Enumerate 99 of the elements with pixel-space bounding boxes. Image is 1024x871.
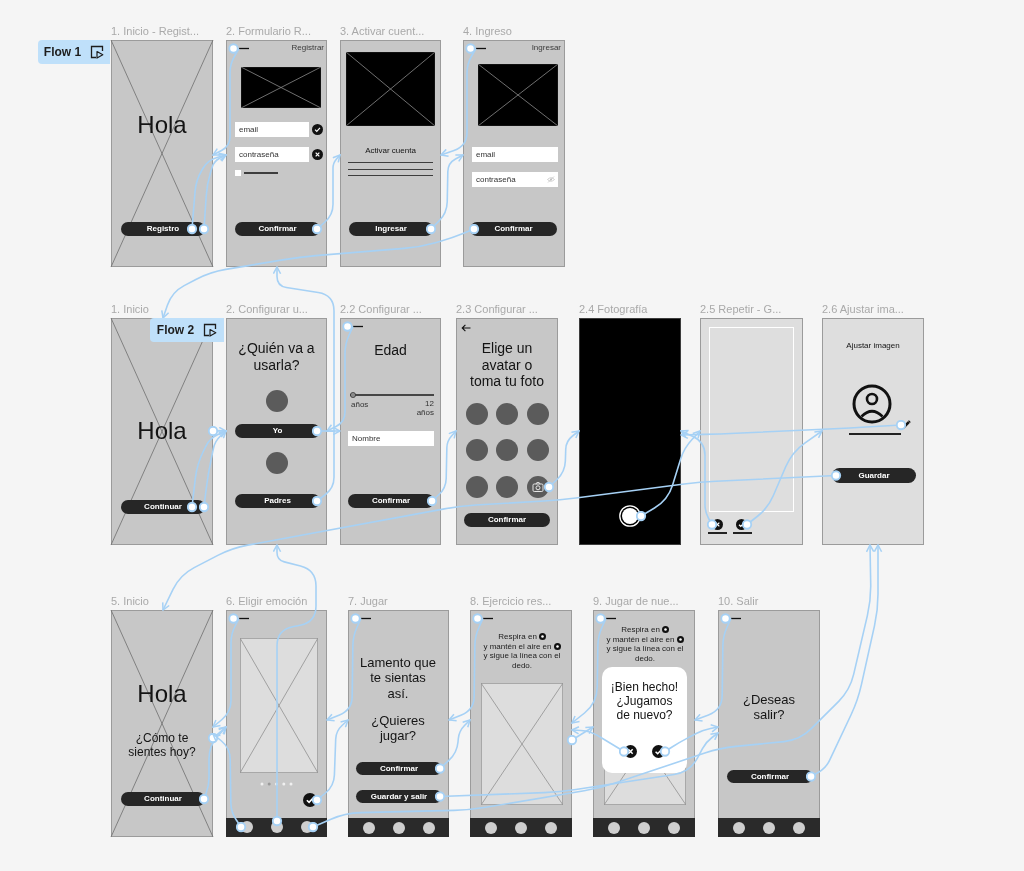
screen-title: 2. Configurar u... <box>226 303 308 315</box>
connector-arrow <box>161 470 842 611</box>
message-text: Lamento que te sientas así. <box>359 655 437 701</box>
connector-arrow <box>805 544 883 782</box>
shutter-icon <box>619 505 641 527</box>
input-field: email <box>472 147 558 162</box>
connector-arrow <box>680 419 907 440</box>
connector-arrow <box>311 719 349 806</box>
dash-icon <box>239 616 249 621</box>
dialog-card <box>602 667 687 773</box>
close-icon <box>712 519 723 530</box>
connector-arrow <box>566 726 594 746</box>
screen-title: 2.3 Configurar ... <box>456 303 538 315</box>
question-text: ¿Deseas salir? <box>742 692 796 723</box>
screen-title: 10. Salir <box>718 595 759 607</box>
heading-text: Edad <box>374 342 407 359</box>
heading-text: Ajustar imagen <box>846 341 900 351</box>
pill-button: Continuar <box>121 792 205 806</box>
question-text: ¿Cómo te sientes hoy? <box>127 731 197 760</box>
screen-title: 2.5 Repetir - G... <box>700 303 782 315</box>
connector-arrow <box>272 266 335 507</box>
screen-title: 8. Ejercicio res... <box>470 595 552 607</box>
screen-title: 1. Inicio - Regist... <box>111 25 200 37</box>
flow-badge <box>150 318 224 342</box>
greeting-text: Hola <box>137 680 187 709</box>
connector-arrow <box>198 154 227 235</box>
check-icon <box>736 519 747 530</box>
connector-arrow <box>694 613 732 722</box>
header-link-text: Ingresar <box>531 43 561 53</box>
dash-icon <box>483 616 493 621</box>
input-field: Nombre <box>348 431 434 446</box>
dash-icon <box>476 46 486 51</box>
connector-arrow <box>425 154 464 235</box>
connector-arrow <box>326 613 362 722</box>
connector-arrow <box>198 726 227 805</box>
connector-arrow <box>448 613 484 722</box>
dialog-text: ¡Bien hecho! ¿Jugamos de nuevo? <box>609 680 680 723</box>
connector-arrow <box>311 425 341 437</box>
connector-arrow <box>212 613 240 728</box>
connector-arrow <box>680 429 718 530</box>
dash-icon <box>353 324 363 329</box>
connector-arrow <box>207 425 227 437</box>
connector-arrow <box>426 430 457 507</box>
connector-arrow <box>271 544 317 827</box>
connector-arrow <box>741 430 823 530</box>
connector-arrow <box>326 321 354 432</box>
question-text: ¿Quién va a usarla? <box>237 340 316 374</box>
screen-title: 6. Eligir emoción <box>226 595 308 607</box>
flow-badge <box>38 40 110 64</box>
heading-text: Elige un avatar o toma tu foto <box>469 340 545 390</box>
connector-arrow <box>212 733 247 833</box>
connector-arrow <box>198 430 227 513</box>
dash-icon <box>731 616 741 621</box>
instruction-text: y mantén el aire en <box>606 634 675 645</box>
connector-arrow <box>434 719 471 774</box>
connector-arrow <box>659 724 719 757</box>
connector-arrow <box>161 223 480 319</box>
flow-label: Flow 1 <box>43 45 82 59</box>
screen-title: 1. Inicio <box>111 303 149 315</box>
screen-title: 2.4 Fotografía <box>579 303 648 315</box>
connector-arrow <box>212 43 240 156</box>
connector-arrow <box>207 726 227 744</box>
connector-arrow <box>571 613 607 724</box>
instruction-text: Respira en <box>621 625 660 635</box>
screen-title: 2. Formulario R... <box>226 25 311 37</box>
slider-min-label: años <box>351 400 369 410</box>
camera-icon <box>527 476 549 498</box>
dash-icon <box>606 616 616 621</box>
instruction-text: y sigue la línea con el dedo. <box>605 644 685 664</box>
connector-arrow <box>307 544 875 833</box>
dash-icon <box>361 616 371 621</box>
connector-arrow <box>434 732 719 802</box>
connector-arrow <box>440 43 477 157</box>
dash-icon <box>239 46 249 51</box>
greeting-text: Hola <box>137 111 187 140</box>
connector-arrow <box>543 430 580 493</box>
header-link-text: Registrar <box>291 43 324 53</box>
screen-title: 4. Ingreso <box>463 25 512 37</box>
screen-title: 9. Jugar de nue... <box>593 595 679 607</box>
connector-arrow <box>311 154 341 235</box>
screen-title: 5. Inicio <box>111 595 149 607</box>
instruction-text: y mantén el aire en <box>483 641 552 652</box>
pill-button: Confirmar <box>464 513 550 527</box>
screen-title: 7. Jugar <box>348 595 388 607</box>
input-field: contraseña <box>472 172 558 187</box>
instruction-text: Respira en <box>498 632 537 642</box>
screen-title: 3. Activar cuent... <box>340 25 425 37</box>
input-field: contraseña <box>235 147 309 162</box>
flow-label: Flow 2 <box>156 323 195 337</box>
instruction-text: y sigue la línea con el dedo. <box>482 651 562 671</box>
question-text: ¿Quieres jugar? <box>370 713 426 744</box>
connector-arrow <box>635 430 701 522</box>
greeting-text: Hola <box>137 417 187 446</box>
input-field: email <box>235 122 309 137</box>
heading-text: Activar cuenta <box>365 146 416 156</box>
screen-title: 2.2 Configurar ... <box>340 303 422 315</box>
slider-max-label: 12 años <box>415 399 434 418</box>
connector-arrow <box>571 726 630 757</box>
screen-title: 2.6 Ajustar ima... <box>822 303 904 315</box>
